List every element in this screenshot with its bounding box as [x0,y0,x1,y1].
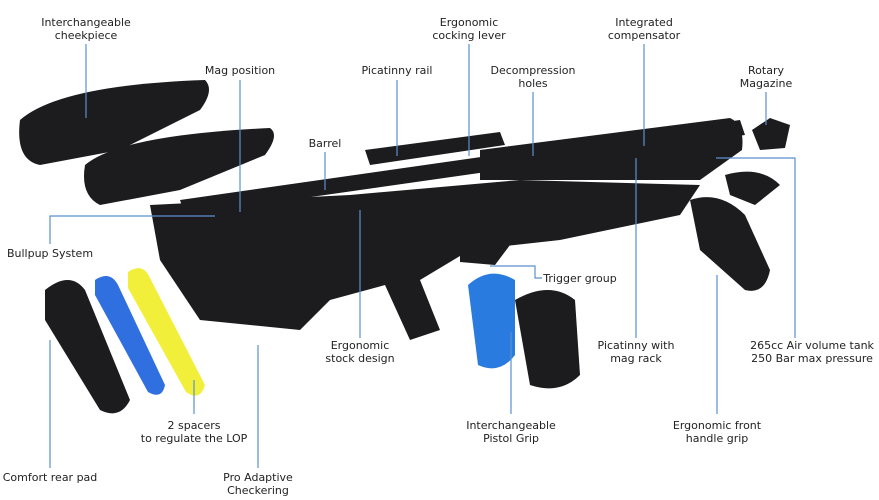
tank-part [480,118,743,180]
label-barrel: Barrel [308,137,342,150]
rotary-magazine-part [752,118,790,150]
cheekpiece-spacer-part [84,128,274,205]
side-grip-part [515,290,580,389]
spacer-blue-part [95,276,165,395]
picatinny-rail-part [365,132,505,165]
front-grip-part [690,197,770,291]
rear-pad-part [45,280,130,414]
pistol-grip-part [468,273,515,369]
cheekpiece-part [19,80,209,165]
label-bullpup-system: Bullpup System [6,247,94,260]
stock-part [150,180,700,340]
spacer-yellow-part [128,268,205,396]
compensator-block-part [725,171,780,205]
trigger-group-part [460,233,510,265]
leader-lines [49,44,796,468]
label-picatinny-rail: Picatinny rail [361,64,433,77]
label-mag-position: Mag position [204,64,276,77]
label-rear-pad: Comfort rear pad [2,471,98,484]
label-trigger-group: Trigger group [543,272,617,285]
